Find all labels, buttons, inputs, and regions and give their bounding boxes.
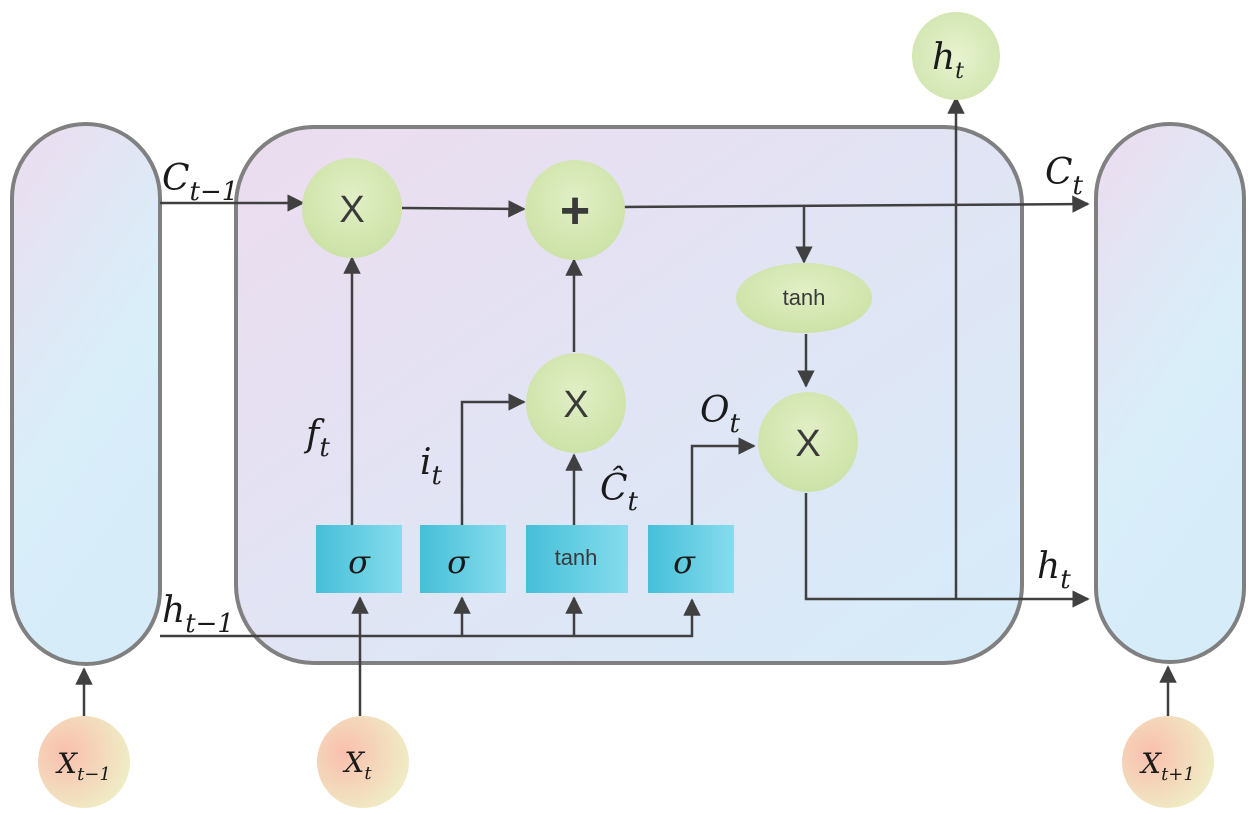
tanh-node xyxy=(736,263,872,333)
input-mult-symbol: X xyxy=(563,384,588,426)
edge-forget-add xyxy=(401,200,526,218)
x-cur-label: Xt xyxy=(342,746,372,784)
forget-gate-label: σ xyxy=(348,543,371,581)
input-gate xyxy=(420,525,506,593)
ht-top-label: ht xyxy=(932,37,964,84)
forget-gate xyxy=(316,525,402,593)
edge-ht-out xyxy=(804,493,1090,608)
edge-ot xyxy=(690,437,756,525)
x-next-node xyxy=(1122,716,1214,808)
x-cur-node xyxy=(317,716,409,808)
output-mult-symbol: X xyxy=(795,423,820,465)
edge-it xyxy=(460,393,526,525)
x-next-label: Xt+1 xyxy=(1139,747,1195,785)
x-prev-node xyxy=(38,716,130,808)
output-gate-label: σ xyxy=(673,543,696,581)
c-hat-label: Ĉt xyxy=(600,467,639,517)
output-mult-node xyxy=(758,392,858,492)
connections xyxy=(75,96,1177,716)
forget-mult-node xyxy=(302,158,402,258)
x-prev-label: Xt−1 xyxy=(55,747,111,785)
forget-mult-symbol: X xyxy=(339,189,364,231)
h-prev-label: ht−1 xyxy=(162,590,234,639)
input-gate-label: σ xyxy=(447,543,470,581)
prev-cell xyxy=(10,122,162,666)
edge-add-cnext xyxy=(623,195,1090,213)
next-cell xyxy=(1094,122,1246,664)
candidate-gate xyxy=(526,525,628,593)
i-label: it xyxy=(420,442,443,491)
output-gate xyxy=(648,525,734,593)
ht-top-node xyxy=(912,12,1000,100)
add-symbol: + xyxy=(560,182,590,240)
edge-hprev-bus xyxy=(160,598,701,638)
c-prev-label: Ct−1 xyxy=(162,158,238,207)
o-label: Ot xyxy=(700,390,741,439)
tanh-node-label: tanh xyxy=(783,285,826,310)
add-node xyxy=(525,160,625,260)
h-out-label: ht xyxy=(1037,546,1071,595)
candidate-gate-label: tanh xyxy=(555,545,598,570)
input-mult-node xyxy=(526,353,626,453)
c-next-label: Ct xyxy=(1045,152,1084,201)
